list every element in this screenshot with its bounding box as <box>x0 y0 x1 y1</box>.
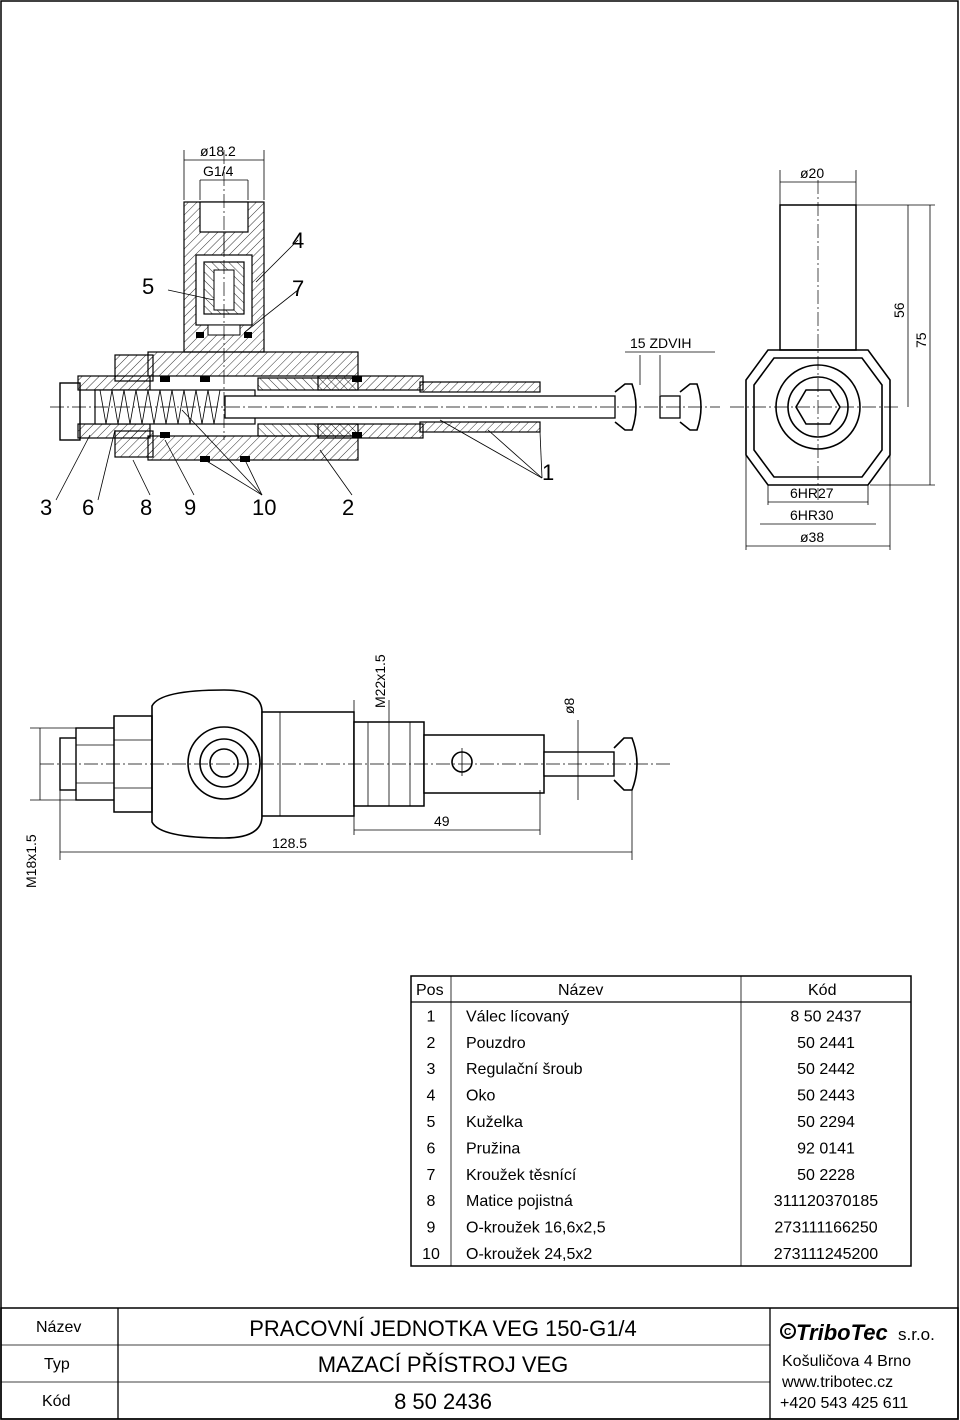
label-5: 5 <box>142 274 154 299</box>
label-type: Typ <box>44 1356 70 1373</box>
parts-row-pos: 5 <box>427 1114 436 1131</box>
product-code: 8 50 2436 <box>394 1389 492 1414</box>
parts-row-code: 50 2443 <box>797 1088 855 1105</box>
parts-header-name: Název <box>558 982 603 999</box>
label-code: Kód <box>42 1393 70 1410</box>
parts-header-code: Kód <box>808 982 836 999</box>
parts-row-code: 50 2441 <box>797 1035 855 1052</box>
parts-row-name: Válec lícovaný <box>466 1008 569 1025</box>
dim-g1-4: G1/4 <box>203 163 234 179</box>
parts-row-name: Pružina <box>466 1140 520 1157</box>
parts-row-name: Kroužek těsnící <box>466 1167 577 1184</box>
label-10: 10 <box>252 495 276 520</box>
tribotec-logo: C TriboTec s.r.o. <box>780 1320 935 1345</box>
title-block: Název Typ Kód PRACOVNÍ JEDNOTKA VEG 150-… <box>0 1307 959 1420</box>
dim-d8: ø8 <box>561 697 577 714</box>
parts-rows: 1 Válec lícovaný 8 50 2437 2 Pouzdro 50 2441 3… <box>422 1008 878 1263</box>
dim-l128: 128.5 <box>272 835 307 851</box>
label-7: 7 <box>292 276 304 301</box>
parts-row-pos: 7 <box>427 1167 436 1184</box>
parts-row-name: Kuželka <box>466 1114 523 1131</box>
parts-header-pos: Pos <box>416 982 444 999</box>
parts-row-name: Pouzdro <box>466 1035 526 1052</box>
label-6: 6 <box>82 495 94 520</box>
parts-row-name: Regulační šroub <box>466 1061 583 1078</box>
label-name: Název <box>36 1319 81 1336</box>
parts-row-pos: 8 <box>427 1193 436 1210</box>
dim-h56: 56 <box>891 302 907 318</box>
parts-row-code: 50 2228 <box>797 1167 855 1184</box>
parts-row-name: O-kroužek 16,6x2,5 <box>466 1220 606 1237</box>
parts-row-code: 311120370185 <box>774 1193 879 1210</box>
parts-row-code: 8 50 2437 <box>790 1008 861 1025</box>
parts-row-pos: 9 <box>427 1220 436 1237</box>
product-name: PRACOVNÍ JEDNOTKA VEG 150-G1/4 <box>249 1316 637 1341</box>
parts-row-pos: 3 <box>427 1061 436 1078</box>
dim-d38: ø38 <box>800 529 824 545</box>
product-type: MAZACÍ PŘÍSTROJ VEG <box>318 1352 569 1377</box>
section-view: ø18.2 G1/4 15 ZDVIH 4 5 7 3 6 8 9 10 2 1 <box>40 143 720 520</box>
dim-stroke: 15 ZDVIH <box>630 335 691 351</box>
parts-row-code: 273111245200 <box>774 1246 879 1263</box>
label-8: 8 <box>140 495 152 520</box>
label-3: 3 <box>40 495 52 520</box>
side-view: M22x1.5 ø8 49 128.5 M18x1.5 <box>23 654 670 888</box>
logo-text: TriboTec <box>796 1320 888 1345</box>
dim-m22: M22x1.5 <box>372 654 388 708</box>
parts-row-pos: 6 <box>427 1140 436 1157</box>
label-4: 4 <box>292 228 304 253</box>
dim-d20: ø20 <box>800 165 824 181</box>
parts-row-code: 50 2294 <box>797 1114 855 1131</box>
dim-m18: M18x1.5 <box>23 834 39 888</box>
parts-row-code: 273111166250 <box>774 1220 877 1237</box>
label-9: 9 <box>184 495 196 520</box>
dim-hr27: 6HR27 <box>790 485 834 501</box>
parts-row-name: Oko <box>466 1088 495 1105</box>
parts-row-code: 50 2442 <box>797 1061 855 1078</box>
parts-row-pos: 1 <box>427 1008 436 1025</box>
dim-h75: 75 <box>913 332 929 348</box>
dim-hr30: 6HR30 <box>790 507 834 523</box>
parts-row-name: Matice pojistná <box>466 1193 573 1210</box>
parts-row-pos: 2 <box>427 1035 436 1052</box>
parts-row-pos: 4 <box>427 1088 436 1105</box>
parts-row-code: 92 0141 <box>797 1140 855 1157</box>
dim-l49: 49 <box>434 813 450 829</box>
parts-row-name: O-kroužek 24,5x2 <box>466 1246 592 1263</box>
parts-row-pos: 10 <box>422 1246 440 1263</box>
company-phone: +420 543 425 611 <box>780 1395 908 1412</box>
label-2: 2 <box>342 495 354 520</box>
dim-d18-2: ø18.2 <box>200 143 236 159</box>
label-1: 1 <box>542 460 554 485</box>
svg-text:C: C <box>784 1327 791 1338</box>
company-web: www.tribotec.cz <box>781 1374 893 1391</box>
end-view: ø20 56 75 6HR27 6HR30 ø38 <box>730 165 935 550</box>
company-suffix: s.r.o. <box>898 1325 935 1344</box>
company-address: Košuličova 4 Brno <box>782 1353 911 1370</box>
